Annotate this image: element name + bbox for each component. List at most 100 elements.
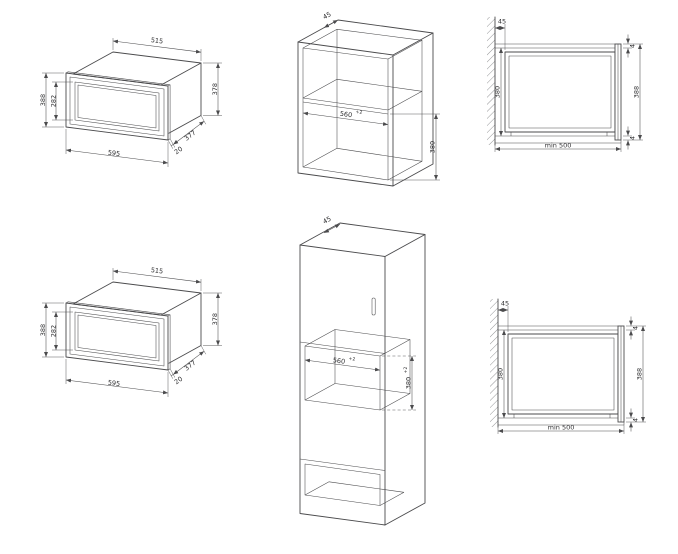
dim-label-frame-height: 388: [636, 368, 644, 380]
oven-frame-depth-strip: [65, 71, 171, 141]
oven-drawing: [65, 281, 202, 371]
column-right-face: [384, 234, 426, 526]
extension-lines: [497, 306, 646, 434]
dim-label-overhang-bottom: 4: [629, 136, 637, 140]
dim-label-min-depth: min 500: [548, 424, 575, 432]
dim-front-width-line: [65, 378, 169, 395]
dim-label-overhang-top: 4: [629, 44, 637, 48]
dim-label-depth: 377: [183, 129, 198, 143]
figure-oven-dimensions-bottom: 515 388 282 378 595 377 20: [39, 266, 222, 397]
extension-lines: [42, 268, 222, 397]
dim-label-niche-height: 380: [429, 141, 437, 153]
dim-label-left-height: 388: [39, 324, 47, 336]
cabinet-drawing: [297, 19, 434, 187]
dim-label-top-width: 515: [150, 266, 163, 276]
cabinet-top-face: [297, 19, 434, 56]
dim-label-back-height: 378: [211, 83, 219, 95]
oven-body-profile: [504, 51, 616, 133]
dim-label-frame-depth: 20: [173, 145, 184, 156]
interior-edges: [302, 29, 423, 181]
wall-hatching: [487, 17, 495, 145]
door-handle: [371, 297, 376, 316]
figure-tall-unit-niche: 45 560 +2 380 +2: [299, 215, 426, 526]
dim-frame-depth-line: [170, 374, 174, 376]
niche-back-wall: [334, 329, 411, 394]
oven-frame-depth-strip: [65, 301, 171, 371]
cabinet-panels: [498, 325, 625, 426]
niche-interior-edges: [304, 329, 411, 411]
dim-vent-gap-line: [323, 223, 341, 234]
dim-front-width-line: [65, 148, 169, 165]
dimensions: 45 380 388 4 4 min 500: [497, 300, 646, 434]
dimensions: 45 560 +2 380 +2: [304, 215, 416, 411]
figure-tall-unit-section: 45 380 388 4 4 min 500: [490, 298, 646, 434]
oven-door-window: [74, 311, 160, 362]
dim-frame-depth-line: [170, 144, 174, 146]
oven-door-window: [74, 81, 160, 132]
dim-label-niche-height: 380: [494, 86, 502, 98]
oven-door-window-inner: [77, 84, 157, 129]
dim-label-niche-width: 560: [332, 356, 345, 366]
dim-vent-gap-line: [323, 19, 339, 28]
wall-hatching: [490, 299, 498, 427]
extension-lines: [42, 38, 222, 167]
dim-label-front-width: 595: [107, 379, 120, 389]
dim-label-door-height: 282: [49, 325, 57, 337]
dim-label-niche-width-tol: +2: [355, 109, 363, 116]
figure-oven-dimensions-top: 515 388 282 378 595 377 20: [39, 36, 222, 167]
dim-depth-line: [173, 350, 205, 375]
oven-right-face: [168, 292, 202, 364]
niche-opening: [304, 345, 381, 411]
dim-depth-line: [173, 120, 205, 145]
extension-lines: [494, 24, 643, 152]
dim-label-left-height: 388: [39, 94, 47, 106]
column-top-face: [299, 222, 426, 257]
oven-feet: [510, 132, 608, 136]
dim-label-top-width: 515: [150, 36, 163, 46]
cabinet-right-face: [392, 32, 434, 187]
dim-label-vent-gap: 45: [498, 18, 506, 26]
oven-body-profile: [507, 333, 619, 415]
cabinet-panels: [495, 43, 622, 144]
dimensions: 45 380 388 4 4 min 500: [494, 18, 643, 152]
dim-label-min-depth: min 500: [545, 142, 572, 150]
figure-wall-unit-section: 45 380 388 4 4 min 500: [487, 16, 643, 152]
dim-label-depth: 377: [183, 359, 198, 373]
upper-door-edge: [299, 341, 386, 354]
dim-label-overhang-top: 4: [632, 326, 640, 330]
dim-label-frame-height: 388: [633, 86, 641, 98]
dim-label-overhang-bottom: 4: [632, 418, 640, 422]
oven-right-face: [168, 62, 202, 134]
dimensions: 45 560 +2 380: [302, 10, 440, 181]
dim-label-niche-height-tol: +2: [403, 367, 409, 374]
dim-niche-width-line: [302, 111, 389, 126]
dim-label-niche-width-tol: +2: [348, 356, 356, 363]
dim-label-vent-gap: 45: [321, 215, 332, 226]
dimensions: 515 388 282 378 595 377 20: [39, 36, 222, 167]
dim-label-door-height: 282: [49, 95, 57, 107]
dim-label-niche-height: 380: [405, 377, 413, 389]
dim-label-vent-gap: 45: [501, 300, 509, 308]
oven-frame-inner-line: [69, 306, 165, 367]
oven-door-window-inner: [77, 314, 157, 359]
dim-label-front-width: 595: [107, 149, 120, 159]
oven-frame-inner-line: [69, 76, 165, 137]
oven-cavity-profile: [511, 337, 615, 411]
dim-label-niche-width: 560: [339, 110, 352, 120]
dim-label-vent-gap: 45: [321, 10, 332, 21]
dim-label-niche-height: 380: [497, 368, 505, 380]
extension-lines: [390, 113, 440, 181]
oven-drawing: [65, 51, 202, 141]
lower-door-edge: [299, 458, 386, 471]
shelf: [302, 79, 423, 115]
oven-cavity-profile: [508, 55, 612, 129]
oven-feet: [513, 414, 611, 418]
dim-label-frame-depth: 20: [173, 375, 184, 386]
section-drawing: [487, 16, 622, 146]
dim-top-width-line: [112, 269, 202, 284]
section-drawing: [490, 298, 625, 428]
dim-label-back-height: 378: [211, 313, 219, 325]
figure-wall-unit-niche: 45 560 +2 380: [297, 10, 440, 187]
dim-top-width-line: [112, 39, 202, 54]
